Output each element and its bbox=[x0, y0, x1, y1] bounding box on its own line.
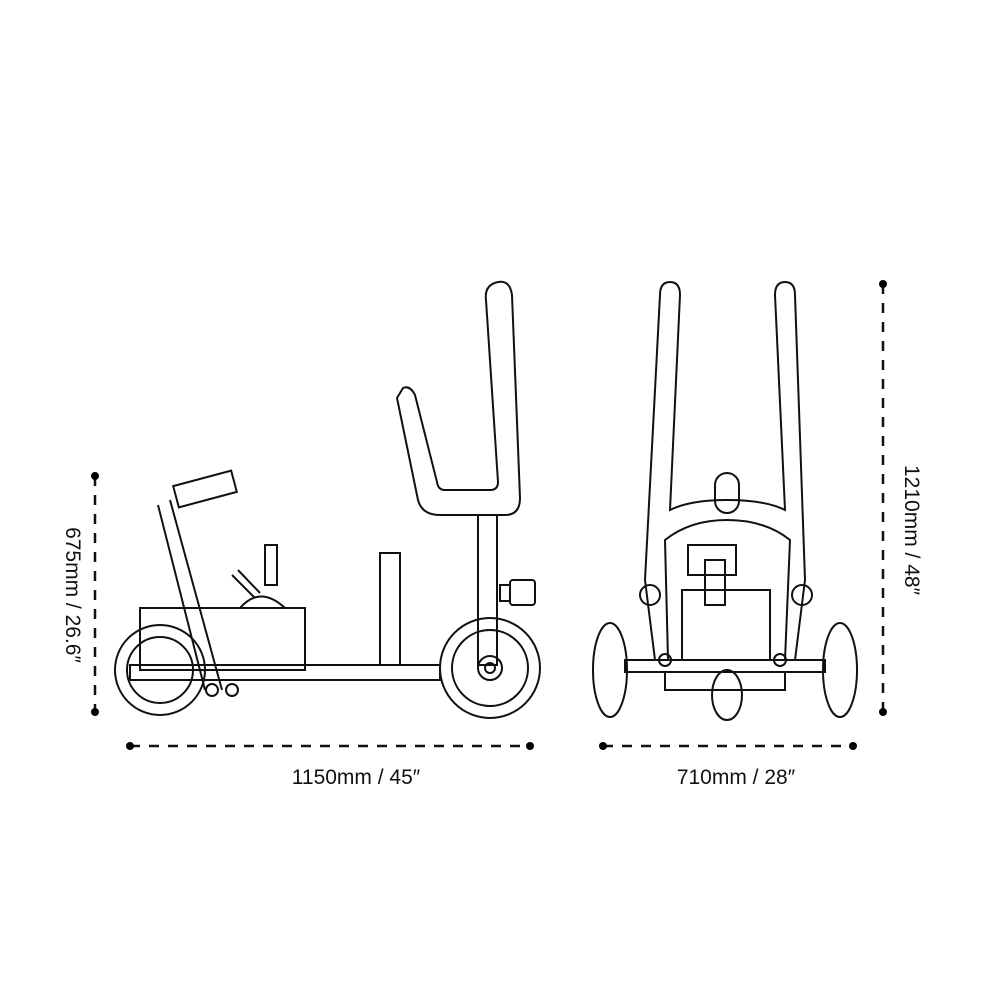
front-width-label: 710mm / 28″ bbox=[677, 766, 796, 789]
side-height-label: 675mm / 26.6″ bbox=[61, 527, 84, 663]
side-view-drawing bbox=[114, 280, 541, 719]
front-view-drawing bbox=[592, 280, 858, 721]
side-length-label: 1150mm / 45″ bbox=[292, 766, 421, 789]
front-height-label: 1210mm / 48″ bbox=[900, 465, 923, 596]
dimension-lines bbox=[91, 280, 887, 750]
